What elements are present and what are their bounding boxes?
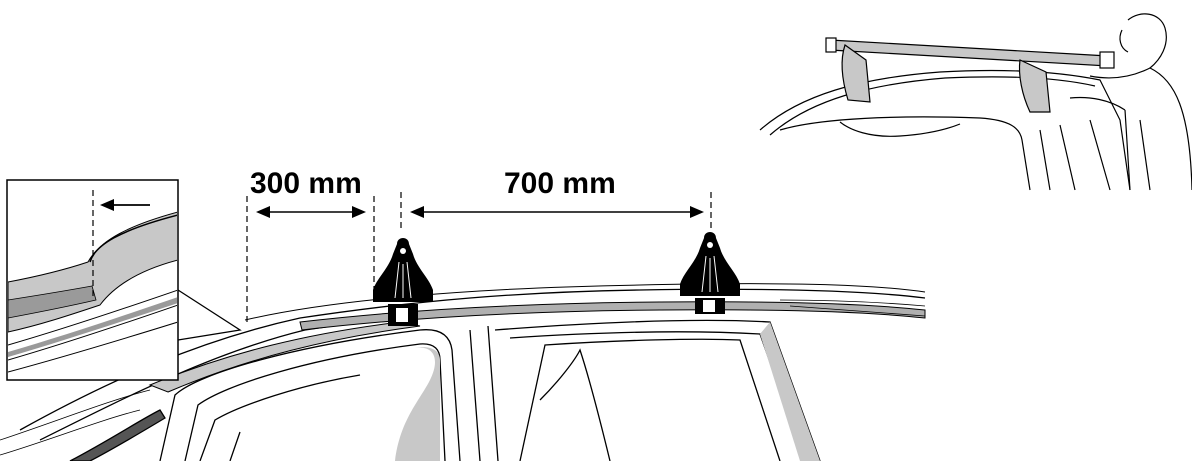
- roof-rack-bar-icon: [825, 37, 1115, 113]
- mirror-triangle: [539, 348, 611, 461]
- front-door-frame: [494, 319, 821, 461]
- rear-door-frame: [159, 329, 461, 461]
- roof-rail-line: [244, 283, 926, 321]
- detail-inset: [6, 179, 242, 381]
- dimension-guides: [246, 192, 712, 326]
- car-body: [0, 283, 926, 461]
- pillar-scene: [1039, 119, 1111, 191]
- rear-window-shade: [395, 347, 440, 461]
- rack-bar-scene: [829, 39, 1109, 67]
- left-body-lines: [0, 389, 151, 456]
- rear-door-frame-inner: [184, 343, 446, 461]
- left-arrow-icon: [100, 199, 150, 211]
- windshield-inner-scene: [839, 121, 961, 137]
- inset-callout-pointer: [177, 289, 242, 341]
- inset-gray-band: [8, 297, 177, 357]
- dark-body-band: [69, 409, 166, 461]
- inset-dark-edge: [8, 285, 97, 319]
- car-roof-scene: [759, 69, 1131, 191]
- dimension-arrow-300: [256, 206, 366, 218]
- mounting-scene: [759, 13, 1192, 191]
- roof-foot-rear: [680, 232, 740, 314]
- front-door-frame-inner: [509, 331, 806, 461]
- person-figure-icon: [1069, 13, 1192, 191]
- roof-right-lines: [779, 299, 926, 317]
- foot-spacing-label: 700 mm: [504, 167, 616, 200]
- inset-rail: [89, 214, 177, 263]
- front-window-inner: [519, 338, 781, 461]
- roof-edge-band: [299, 301, 926, 331]
- roof-foot-icon: [680, 232, 740, 314]
- roof-foot-icon: [373, 238, 433, 326]
- front-offset-label: 300 mm: [250, 167, 362, 200]
- rear-window-lines: [199, 374, 361, 461]
- roof-foot-front: [373, 238, 433, 326]
- windshield-scene: [779, 116, 1031, 191]
- dimension-arrow-700: [410, 206, 704, 218]
- pillar-b: [469, 325, 499, 461]
- inset-lines: [8, 289, 177, 373]
- front-window-shade: [760, 322, 820, 461]
